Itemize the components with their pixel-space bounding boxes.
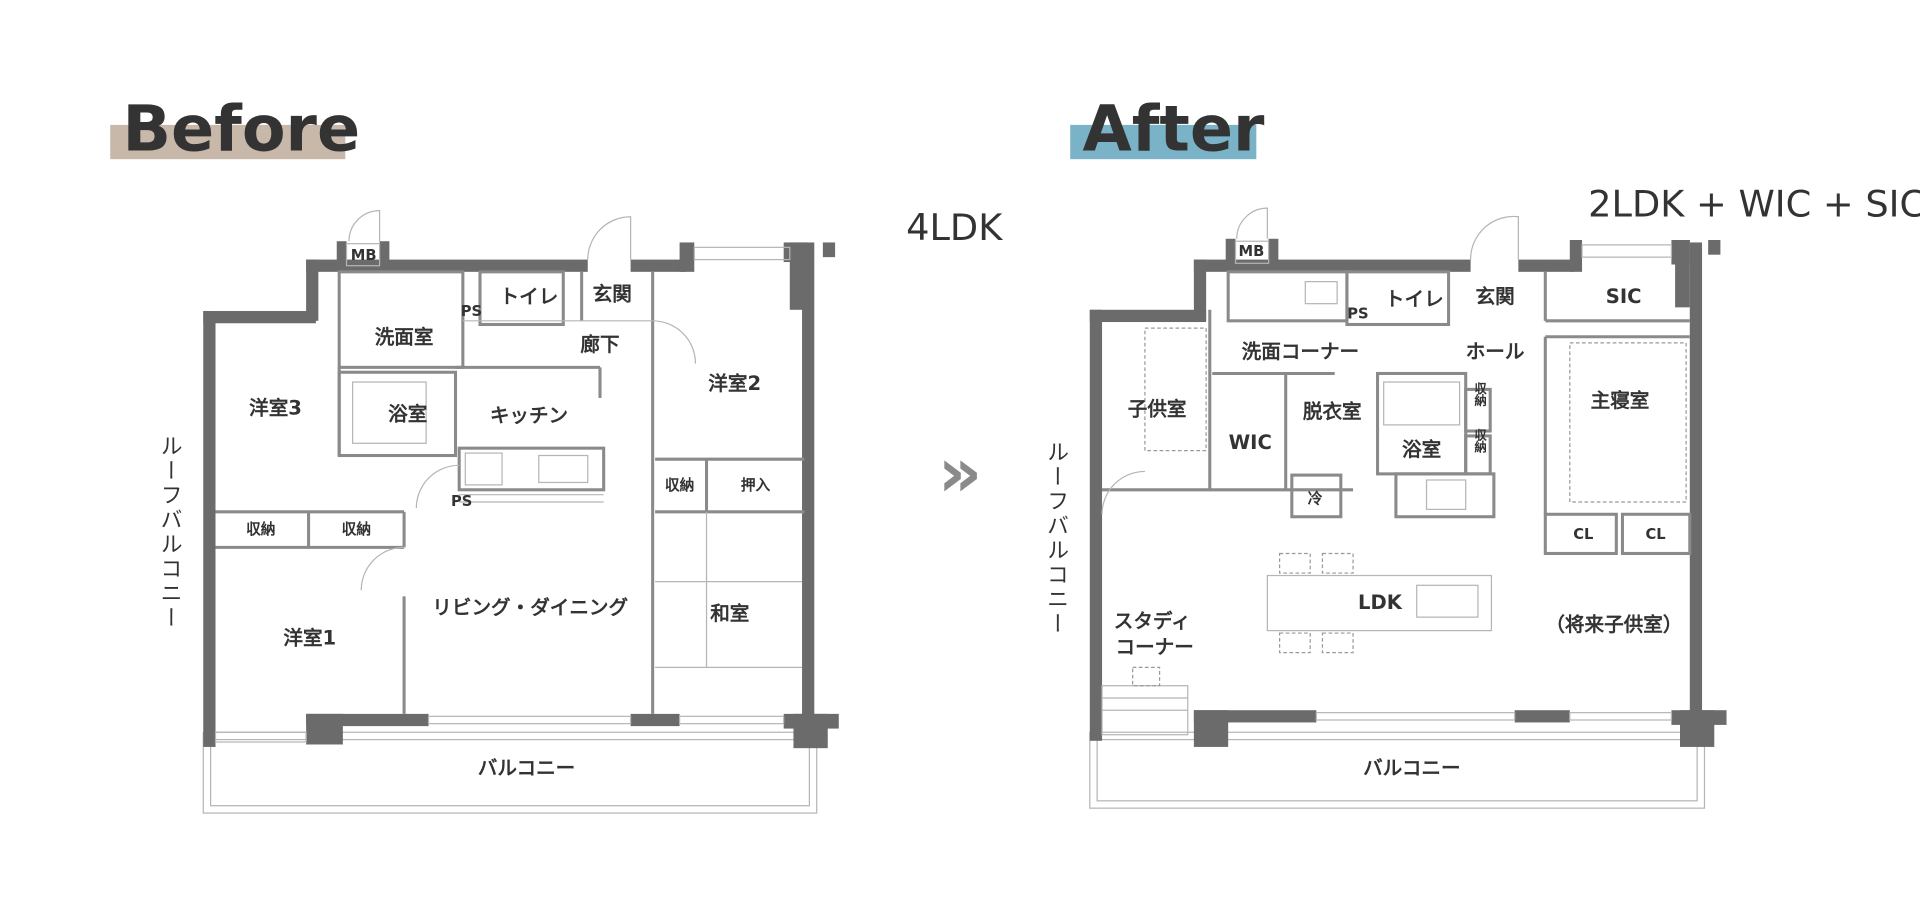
before-room-ps2: PS <box>451 493 472 510</box>
after-room-ldk: LDK <box>1358 591 1403 614</box>
after-title-highlight <box>1070 124 1257 160</box>
after-room-ps: PS <box>1347 306 1368 323</box>
after-layout-type: 2LDK + WIC + SIC <box>1588 183 1920 226</box>
after-section: After 2LDK + WIC + SIC <box>1043 93 1920 809</box>
after-room-dressing: 脱衣室 <box>1303 400 1362 423</box>
before-room-hallway: 廊下 <box>580 333 619 356</box>
after-title: After <box>1082 93 1265 167</box>
before-room-kitchen: キッチン <box>490 404 568 427</box>
after-room-wash-corner: 洗面コーナー <box>1242 340 1359 363</box>
after-room-entrance: 玄関 <box>1476 285 1515 308</box>
before-title-highlight <box>110 124 346 160</box>
after-balcony-label: バルコニー <box>1363 756 1461 779</box>
before-room-ps1: PS <box>461 303 482 320</box>
before-floorplan <box>202 209 839 814</box>
before-room-washroom: 洗面室 <box>375 325 434 348</box>
before-layout-type: 4LDK <box>906 206 1003 249</box>
after-room-study-line2: コーナー <box>1116 635 1194 658</box>
transition-arrow-icon: » <box>938 433 982 513</box>
before-room-storage1: 収納 <box>665 476 694 494</box>
after-room-mb: MB <box>1239 243 1265 260</box>
before-room-western1: 洋室1 <box>283 627 336 650</box>
before-room-storage2: 収納 <box>246 520 275 538</box>
after-room-sic: SIC <box>1606 285 1642 308</box>
after-room-hall: ホール <box>1466 340 1525 363</box>
after-room-storage2: 収納 <box>1473 428 1487 453</box>
before-section: Before 4LDK <box>110 93 1003 814</box>
after-room-study-line1: スタディ <box>1114 610 1191 633</box>
after-room-toilet: トイレ <box>1385 288 1444 311</box>
before-room-closet: 押入 <box>741 476 771 494</box>
after-room-future-kids: （将来子供室） <box>1545 613 1682 636</box>
after-roof-balcony-label: ルーフバルコニー <box>1043 441 1068 637</box>
before-room-living: リビング・ダイニング <box>432 596 628 619</box>
before-room-entrance: 玄関 <box>593 283 632 306</box>
before-roof-balcony-label: ルーフバルコニー <box>156 435 181 631</box>
before-room-western2: 洋室2 <box>708 372 761 395</box>
before-room-mb: MB <box>351 247 377 264</box>
after-room-cl1: CL <box>1573 526 1593 543</box>
after-room-fridge: 冷 <box>1308 490 1323 508</box>
before-title: Before <box>122 93 360 167</box>
before-room-toilet: トイレ <box>500 285 559 308</box>
after-room-wic: WIC <box>1229 431 1272 454</box>
after-room-cl2: CL <box>1645 526 1665 543</box>
before-room-storage3: 収納 <box>342 520 371 538</box>
after-room-kids: 子供室 <box>1128 398 1187 421</box>
after-room-bath: 浴室 <box>1402 438 1441 461</box>
before-room-bath: 浴室 <box>388 403 427 426</box>
after-floorplan <box>1089 207 1727 809</box>
before-balcony-label: バルコニー <box>478 756 576 779</box>
after-room-storage1: 収納 <box>1473 382 1487 407</box>
before-room-western3: 洋室3 <box>249 396 302 419</box>
after-room-master: 主寝室 <box>1591 389 1650 412</box>
before-room-japanese: 和室 <box>710 602 749 625</box>
